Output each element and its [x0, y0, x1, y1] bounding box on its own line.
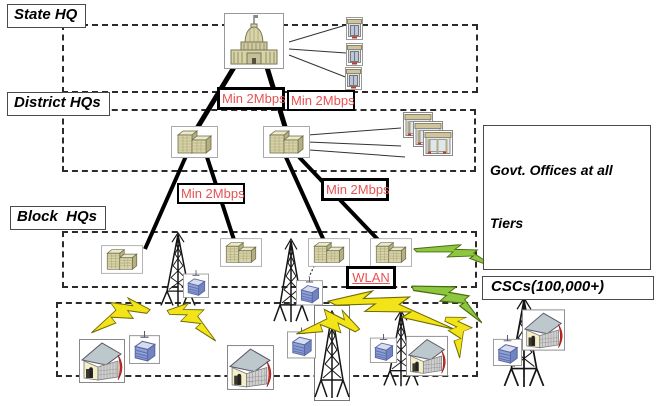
govt-office-icon — [346, 43, 363, 66]
bandwidth-label: Min 2Mbps — [177, 183, 245, 204]
cscs-label: CSCs(100,000+) — [482, 276, 654, 300]
govt-offices-label-line1: Govt. Offices at all — [490, 162, 613, 178]
state-hq-label: State HQ — [7, 4, 87, 28]
district-hqs-label: District HQs — [7, 92, 110, 116]
wlan-label: WLAN — [346, 266, 396, 289]
govt-offices-label-line2: Tiers — [490, 214, 524, 231]
govt-offices-label: Govt. Offices at all Tiers — [483, 125, 651, 270]
state-hq-capitol-icon — [224, 13, 284, 69]
block-hq-building-icon — [370, 238, 412, 267]
block-hq-building-icon — [220, 238, 262, 267]
district-hq-building-icon — [263, 126, 310, 158]
govt-office-icon — [345, 67, 362, 90]
bandwidth-label: Min 2Mbps — [217, 87, 286, 110]
district-hq-building-icon — [171, 126, 218, 158]
bandwidth-label: Min 2Mbps — [321, 178, 390, 201]
wireless-router-icon — [369, 334, 398, 363]
govt-offices-cascade-icon — [403, 112, 453, 156]
wireless-router-icon — [183, 269, 209, 298]
block-hq-building-icon — [101, 245, 143, 274]
csc-house-icon — [522, 309, 565, 351]
block-hq-building-icon — [308, 238, 350, 267]
govt-office-icon — [346, 17, 363, 40]
csc-house-icon — [79, 339, 125, 383]
wireless-router-icon — [492, 335, 523, 366]
block-hqs-label: Block HQs — [10, 206, 107, 230]
csc-house-icon — [227, 345, 274, 390]
bandwidth-label: Min 2Mbps — [287, 90, 355, 111]
wireless-router-icon — [128, 331, 161, 364]
